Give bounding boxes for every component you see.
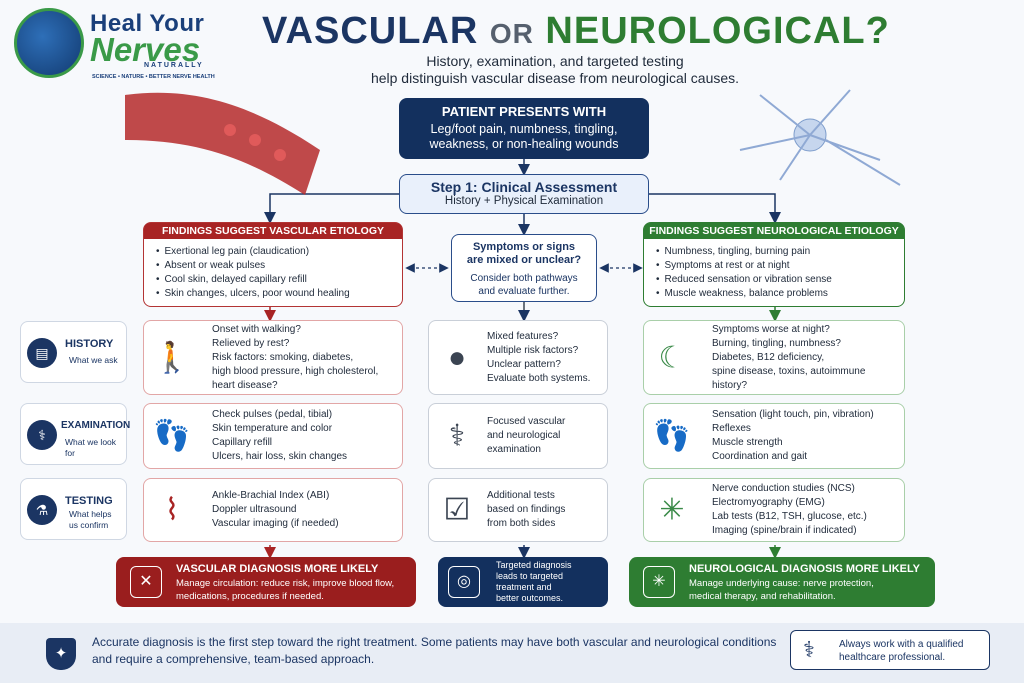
list-item: Skin changes, ulcers, poor wound healing — [156, 287, 402, 301]
page-title: VASCULAR OR NEUROLOGICAL? — [262, 10, 890, 52]
testing-vascular-cell: ⌇ Ankle-Brachial Index (ABI) Doppler ult… — [143, 478, 403, 542]
step1-box: Step 1: Clinical Assessment History + Ph… — [399, 174, 649, 214]
list-item: Symptoms at rest or at night — [656, 259, 904, 273]
neuron-icon: ✳ — [659, 493, 685, 527]
list-item: Cool skin, delayed capillary refill — [156, 273, 402, 287]
page-subtitle: History, examination, and targeted testi… — [370, 53, 740, 86]
target-icon: ◎ — [448, 566, 480, 598]
history-neuro-cell: ☾ Symptoms worse at night? Burning, ting… — [643, 320, 905, 395]
testing-mixed-cell: ☑ Additional tests based on findings fro… — [428, 478, 608, 542]
row-label-examination: ⚕ EXAMINATION What we look for — [20, 403, 130, 465]
footer-note-box: ⚕ Always work with a qualified healthcar… — [790, 630, 990, 670]
list-item: Reduced sensation or vibration sense — [656, 273, 904, 287]
stethoscope-icon: ⚕ — [803, 637, 815, 662]
checklist-icon: ☑ — [443, 493, 471, 527]
shield-star-icon: ✦ — [46, 638, 76, 670]
history-vascular-cell: 🚶 Onset with walking? Relieved by rest? … — [143, 320, 403, 395]
logo-tagline: SCIENCE • NATURE • BETTER NERVE HEALTH — [92, 74, 215, 80]
walking-person-icon: 🚶 — [153, 341, 191, 374]
list-item: Numbness, tingling, burning pain — [656, 245, 904, 259]
logo-text-line1: Heal Your — [90, 10, 205, 37]
targeted-diagnosis-box: ◎ Targeted diagnosis leads to targeted t… — [438, 557, 608, 607]
logo-text-line2: Nerves — [90, 31, 201, 68]
neuro-findings-box: FINDINGS SUGGEST NEUROLOGICAL ETIOLOGY N… — [643, 222, 905, 307]
bed-night-icon: ☾ — [658, 341, 686, 374]
row-label-testing: ⚗ TESTING What helps us confirm — [20, 478, 127, 540]
row-label-history: ▤ HISTORY What we ask — [20, 321, 127, 383]
history-mixed-cell: ● Mixed features? Multiple risk factors?… — [428, 320, 608, 395]
foot-icon: 👣 — [653, 419, 691, 453]
clipboard-icon: ▤ — [27, 338, 57, 368]
stethoscope-icon: ⚕ — [448, 419, 466, 453]
exam-mixed-cell: ⚕ Focused vascular and neurological exam… — [428, 403, 608, 469]
shield-vessel-icon: ✕ — [130, 566, 162, 598]
logo-text-line3: NATURALLY — [144, 62, 204, 69]
exam-neuro-cell: 👣 Sensation (light touch, pin, vibration… — [643, 403, 905, 469]
footer-text: Accurate diagnosis is the first step tow… — [92, 635, 777, 666]
list-item: Exertional leg pain (claudication) — [156, 245, 402, 259]
vascular-findings-box: FINDINGS SUGGEST VASCULAR ETIOLOGY Exert… — [143, 222, 403, 307]
list-item: Absent or weak pulses — [156, 259, 402, 273]
confused-person-icon: ● — [447, 340, 467, 374]
logo-icon — [14, 8, 84, 78]
testing-neuro-cell: ✳ Nerve conduction studies (NCS) Electro… — [643, 478, 905, 542]
vascular-diagnosis-box: ✕ VASCULAR DIAGNOSIS MORE LIKELY Manage … — [116, 557, 416, 607]
patient-presents-box: PATIENT PRESENTS WITH Leg/foot pain, num… — [399, 98, 649, 159]
list-item: Muscle weakness, balance problems — [656, 287, 904, 301]
foot-icon: 👣 — [153, 419, 191, 453]
neuro-diagnosis-box: ✳ NEUROLOGICAL DIAGNOSIS MORE LIKELY Man… — [629, 557, 935, 607]
exam-vascular-cell: 👣 Check pulses (pedal, tibial) Skin temp… — [143, 403, 403, 469]
blood-vessel-illustration — [125, 92, 320, 195]
artery-icon: ⌇ — [164, 493, 180, 527]
neuron-icon: ✳ — [643, 566, 675, 598]
flask-icon: ⚗ — [27, 495, 57, 525]
stethoscope-icon: ⚕ — [27, 420, 57, 450]
